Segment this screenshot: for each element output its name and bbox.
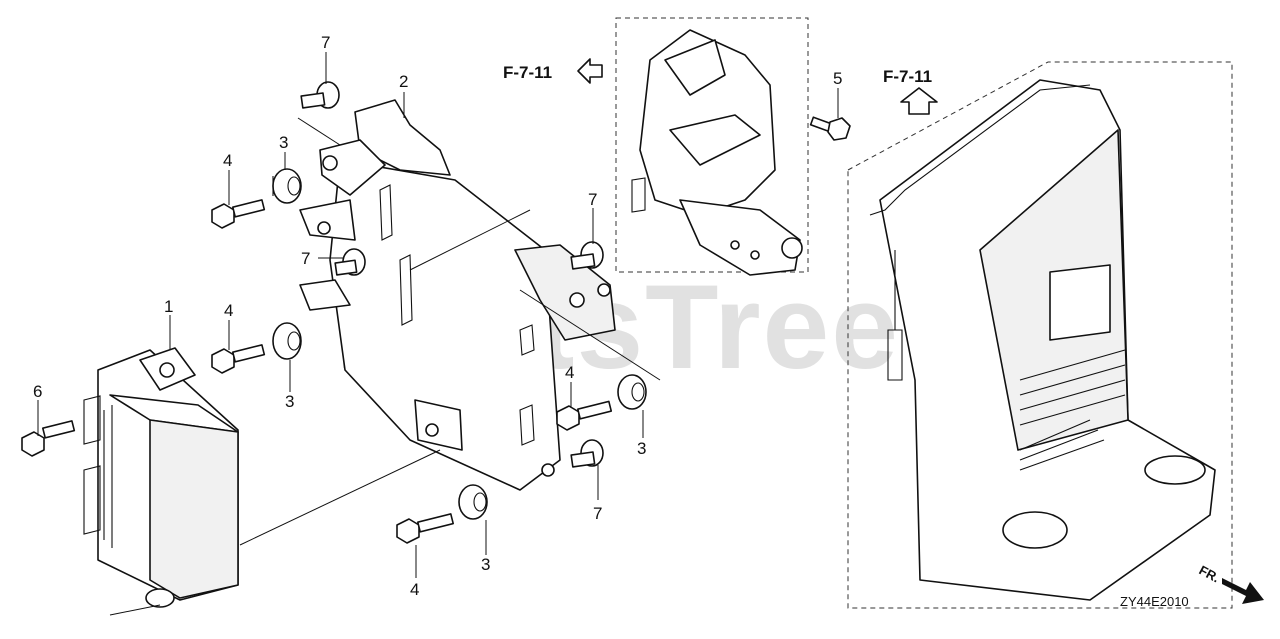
- collar-parts: [300, 81, 604, 468]
- callout-3-right: 3: [637, 439, 646, 458]
- bolt-parts: [211, 199, 613, 544]
- bolt-right: [556, 400, 613, 431]
- callout-3-top: 3: [279, 133, 288, 152]
- grommet-bottom: [458, 484, 488, 520]
- callout-4-bottom: 4: [410, 580, 419, 599]
- arrow-up-icon: [900, 87, 938, 115]
- page-references: F-7-11 F-7-11: [503, 58, 938, 115]
- upper-bracket: [631, 29, 803, 276]
- diagram-code: ZY44E2010: [1120, 594, 1189, 609]
- collar-mid-right: [570, 241, 604, 270]
- bolt-6: [21, 420, 76, 457]
- callout-5: 5: [833, 69, 842, 88]
- collar-top: [300, 81, 340, 109]
- callout-6: 6: [33, 382, 42, 401]
- callout-7-bottom: 7: [593, 504, 602, 523]
- main-bracket: [299, 99, 616, 491]
- callout-7-top: 7: [321, 33, 330, 52]
- front-arrow-icon: [1222, 578, 1264, 604]
- callout-3-mid: 3: [285, 392, 294, 411]
- bolt-bottom: [396, 513, 454, 544]
- front-marker-label: FR.: [1197, 562, 1223, 585]
- callouts: 1 2 3 3 3 3 4 4 4 4 5 6 7 7 7 7: [33, 33, 842, 599]
- cover-assembly: [869, 79, 1216, 601]
- callout-3-bottom: 3: [481, 555, 490, 574]
- collar-mid-left: [334, 248, 366, 276]
- callout-7-mid-right: 7: [588, 190, 597, 209]
- control-module: [83, 347, 239, 608]
- reference-left: F-7-11: [503, 63, 552, 82]
- bolt-5: [809, 116, 851, 141]
- bolt-mid: [211, 344, 266, 374]
- arrow-left-icon: [577, 58, 603, 84]
- assembly-boxes: [615, 17, 1233, 609]
- grommet-mid: [272, 322, 302, 360]
- grommet-parts: [272, 168, 647, 520]
- bolt-top: [211, 199, 266, 229]
- grommet-top: [272, 168, 302, 204]
- collar-bottom: [570, 439, 604, 468]
- callout-2: 2: [399, 72, 408, 91]
- callout-4-top: 4: [223, 151, 232, 170]
- callout-4-mid: 4: [224, 301, 233, 320]
- cover-box: [847, 61, 1233, 609]
- callout-4-right: 4: [565, 363, 574, 382]
- callout-7-mid-left: 7: [301, 249, 310, 268]
- leader-lines: [37, 52, 839, 616]
- callout-1: 1: [164, 297, 173, 316]
- upper-bracket-box: [615, 17, 809, 273]
- front-marker: FR.: [1197, 562, 1264, 604]
- grommet-right: [617, 374, 647, 410]
- reference-right: F-7-11: [883, 67, 932, 86]
